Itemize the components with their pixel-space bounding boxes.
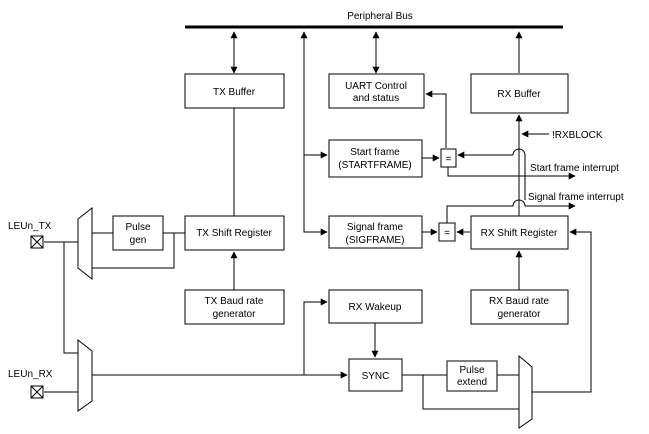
signal-comparator-symbol: = <box>444 228 450 239</box>
pulse-gen-label-1: Pulse <box>125 222 150 233</box>
pulse-extend-label-2: extend <box>457 377 487 388</box>
rx-input-to-wakeup-wire <box>303 298 328 375</box>
rxblock-label: !RXBLOCK <box>552 130 603 141</box>
tx-baud-label-1: TX Baud rate <box>205 296 264 307</box>
pulse-extend-block: Pulse extend <box>446 360 498 392</box>
tx-baud-label-2: generator <box>213 309 256 320</box>
start-frame-label-1: Start frame <box>350 147 400 158</box>
bus-frame-registers-link <box>300 31 328 236</box>
tx-shift-register-label: TX Shift Register <box>196 228 272 239</box>
signal-frame-label-1: Signal frame <box>347 222 404 233</box>
pulse-extend-label-1: Pulse <box>459 365 484 376</box>
start-frame-comparator: = <box>440 148 457 168</box>
sync-block: SYNC <box>348 358 403 392</box>
wire-crossover <box>512 148 526 156</box>
rx-mux-to-shift-register-wire <box>532 228 592 393</box>
sync-label: SYNC <box>362 371 390 382</box>
rx-shift-register-label: RX Shift Register <box>481 228 558 239</box>
rx-shift-register-block: RX Shift Register <box>470 215 569 250</box>
rx-wakeup-label: RX Wakeup <box>349 302 402 313</box>
rx-wakeup-block: RX Wakeup <box>328 289 423 324</box>
peripheral-bus-label: Peripheral Bus <box>347 11 413 22</box>
tx-buffer-label: TX Buffer <box>213 87 256 98</box>
rx-output-mux <box>518 354 533 429</box>
rx-buffer-label: RX Buffer <box>497 89 541 100</box>
signal-frame-interrupt-wire <box>446 199 576 223</box>
peripheral-bus: Peripheral Bus <box>185 11 563 29</box>
sync-bypass-wire <box>422 375 519 410</box>
tx-output-mux <box>77 206 93 281</box>
tx-baud-generator-block: TX Baud rate generator <box>184 289 285 325</box>
start-frame-label-2: (STARTFRAME) <box>338 160 412 171</box>
uart-control-label-2: and status <box>353 93 399 104</box>
rx-input-mux <box>77 338 93 412</box>
signal-frame-block: Signal frame (SIGFRAME) <box>328 215 423 249</box>
uart-control-label-1: UART Control <box>345 81 407 92</box>
start-comparator-symbol: = <box>446 154 452 165</box>
tx-buffer-block: TX Buffer <box>184 73 285 109</box>
pulse-gen-label-2: gen <box>130 235 147 246</box>
pulse-gen-block: Pulse gen <box>112 215 164 251</box>
leun-rx-label: LEUn_RX <box>8 369 53 380</box>
leun-tx-pin <box>30 235 44 249</box>
signal-frame-label-2: (SIGFRAME) <box>346 235 405 246</box>
comparator-to-uart-status-wire <box>425 90 447 148</box>
rx-baud-label-2: generator <box>498 309 541 320</box>
leun-rx-pin <box>30 385 44 399</box>
rx-baud-generator-block: RX Baud rate generator <box>470 289 569 325</box>
signal-frame-interrupt-label: Signal frame interrupt <box>528 192 624 203</box>
leun-tx-label: LEUn_TX <box>8 221 52 232</box>
signal-frame-comparator: = <box>438 222 456 242</box>
uart-control-block: UART Control and status <box>328 73 425 109</box>
tx-shift-bypass-wire <box>92 233 175 269</box>
rx-buffer-block: RX Buffer <box>470 73 569 114</box>
start-frame-interrupt-label: Start frame interrupt <box>530 163 619 174</box>
tx-shift-register-block: TX Shift Register <box>184 215 285 251</box>
start-frame-block: Start frame (STARTFRAME) <box>328 139 423 178</box>
start-frame-interrupt-wire <box>447 167 576 180</box>
rx-baud-label-1: RX Baud rate <box>489 296 549 307</box>
tx-loopback-wire <box>63 242 78 354</box>
